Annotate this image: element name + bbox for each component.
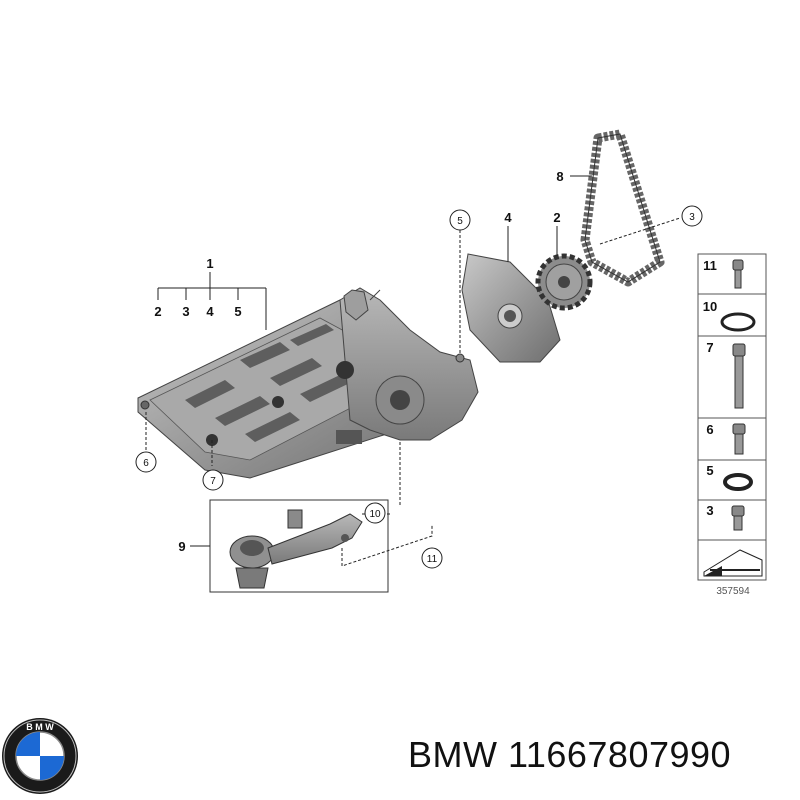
callout-1-sub-2: 2 <box>154 304 161 319</box>
legend-num-10: 10 <box>703 299 717 314</box>
seal-ring-icon <box>723 473 753 491</box>
legend-num-6: 6 <box>706 422 713 437</box>
timing-chain <box>580 129 665 287</box>
callout-8: 8 <box>556 169 563 184</box>
callout-7-circle <box>202 469 224 491</box>
short-bolt-icon <box>731 505 745 531</box>
callout-11: 11 <box>427 554 438 565</box>
bolt-icon <box>732 259 744 289</box>
callout-2: 2 <box>553 210 560 225</box>
callout-9: 9 <box>178 539 185 554</box>
callout-6: 6 <box>143 458 149 469</box>
oil-pump-housing <box>137 287 479 479</box>
callout-1-sub-3: 3 <box>182 304 189 319</box>
callout-11-circle <box>421 547 443 569</box>
legend-num-11: 11 <box>703 258 717 273</box>
callout-1-sub-4: 4 <box>206 304 214 319</box>
part-number: 11667807990 <box>508 734 732 775</box>
callout-4: 4 <box>504 210 512 225</box>
long-bolt-icon <box>732 343 746 409</box>
callout-3: 3 <box>689 212 695 223</box>
pump-cover <box>461 253 561 363</box>
brand-name: BMW <box>408 734 498 775</box>
callout-7: 7 <box>210 476 216 487</box>
callout-10: 10 <box>369 509 381 520</box>
footer-part-label: BMW 11667807990 <box>408 734 731 776</box>
callout-6-circle <box>135 451 157 473</box>
sprocket <box>535 253 593 311</box>
callout-1-group <box>157 272 267 330</box>
oil-pickup <box>229 509 363 589</box>
bmw-logo-icon: B M W <box>2 718 78 794</box>
callout-3-circle <box>681 205 703 227</box>
drawing-number: 357594 <box>716 586 750 597</box>
svg-text:B M W: B M W <box>26 722 54 732</box>
o-ring-icon <box>720 312 756 332</box>
callout-1: 1 <box>206 256 213 271</box>
legend-num-5: 5 <box>706 463 713 478</box>
legend-num-7: 7 <box>706 340 713 355</box>
callout-1-sub-5: 5 <box>234 304 241 319</box>
fastener-legend: 11 10 7 6 5 3 <box>697 253 767 581</box>
callout-5: 5 <box>457 216 463 227</box>
direction-arrow-icon <box>703 549 763 577</box>
bolt-icon <box>732 423 746 455</box>
callout-10-circle <box>364 502 386 524</box>
legend-num-3: 3 <box>706 503 713 518</box>
